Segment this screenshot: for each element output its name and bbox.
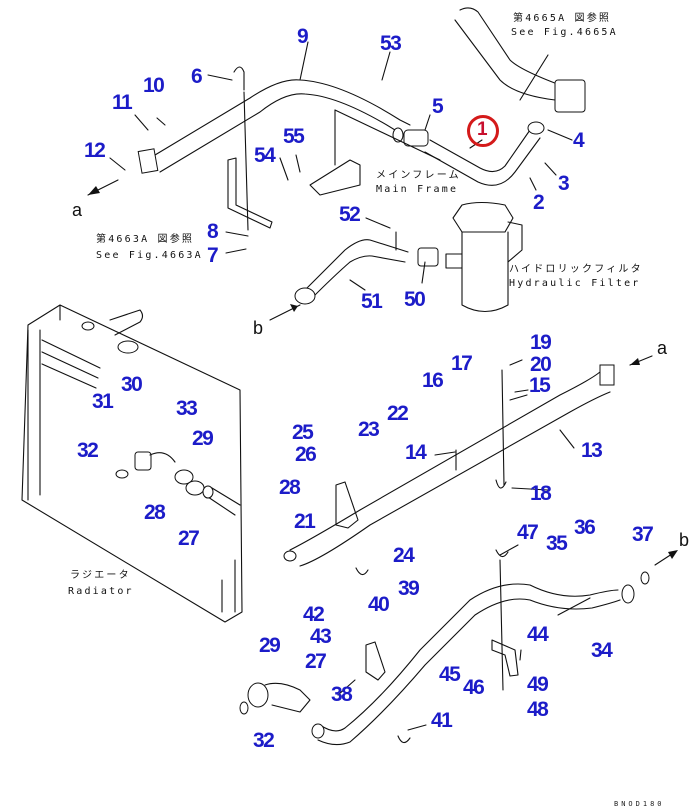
main-frame-label-jp: メインフレーム — [376, 170, 461, 181]
callout-48[interactable]: 48 — [527, 698, 549, 721]
pipe-1 — [424, 121, 545, 186]
callout-42[interactable]: 42 — [303, 603, 325, 626]
callout-35[interactable]: 35 — [546, 532, 568, 555]
main-frame-bracket — [309, 109, 441, 196]
radiator-fittings — [115, 451, 241, 516]
callout-49[interactable]: 49 — [527, 673, 549, 696]
ref-4663a-en: See Fig.4663A — [96, 250, 203, 261]
callout-47[interactable]: 47 — [517, 521, 539, 544]
ref-4665a-jp: 第4665A 図参照 — [513, 13, 612, 24]
callout-33[interactable]: 33 — [176, 397, 198, 420]
callout-20[interactable]: 20 — [530, 353, 552, 376]
callout-11[interactable]: 11 — [112, 91, 133, 114]
callout-12[interactable]: 12 — [84, 139, 106, 162]
drawing-code: BNOD180 — [614, 800, 665, 808]
marker-a-right: a — [657, 338, 668, 358]
callout-10[interactable]: 10 — [143, 74, 165, 97]
ref-4663a-jp: 第4663A 図参照 — [96, 234, 195, 245]
callout-31[interactable]: 31 — [92, 390, 114, 413]
callout-2[interactable]: 2 — [533, 191, 545, 214]
callout-1[interactable]: 1 — [477, 119, 488, 140]
callout-4[interactable]: 4 — [573, 129, 585, 152]
callout-41[interactable]: 41 — [431, 709, 453, 732]
callout-17[interactable]: 17 — [451, 352, 473, 375]
callout-28[interactable]: 28 — [144, 501, 166, 524]
bracket-8 — [227, 157, 273, 229]
callout-7[interactable]: 7 — [207, 244, 219, 267]
callout-46[interactable]: 46 — [463, 676, 485, 699]
callout-23[interactable]: 23 — [358, 418, 380, 441]
callout-9[interactable]: 9 — [297, 25, 309, 48]
hydraulic-filter-label-jp: ハイドロリックフィルタ — [509, 264, 643, 275]
callout-29-lower[interactable]: 29 — [259, 634, 281, 657]
callout-53[interactable]: 53 — [380, 32, 402, 55]
callout-26[interactable]: 26 — [295, 443, 317, 466]
callout-34[interactable]: 34 — [591, 639, 613, 662]
callout-27[interactable]: 27 — [178, 527, 200, 550]
callout-21[interactable]: 21 — [294, 510, 316, 533]
radiator — [21, 304, 243, 623]
callout-28-lower[interactable]: 28 — [279, 476, 301, 499]
marker-b-right: b — [679, 530, 690, 550]
pipe-9 — [137, 79, 411, 174]
callout-55[interactable]: 55 — [283, 125, 305, 148]
marker-a-left: a — [72, 200, 83, 220]
callout-43[interactable]: 43 — [310, 625, 332, 648]
callout-15[interactable]: 15 — [529, 374, 551, 397]
highlight-ring — [467, 115, 499, 147]
callout-30[interactable]: 30 — [121, 373, 143, 396]
pipe-51 — [294, 239, 439, 305]
radiator-label-en: Radiator — [68, 586, 134, 597]
callout-16[interactable]: 16 — [422, 369, 444, 392]
callout-52[interactable]: 52 — [339, 203, 361, 226]
callout-37[interactable]: 37 — [632, 523, 654, 546]
callout-6[interactable]: 6 — [191, 65, 203, 88]
callout-24[interactable]: 24 — [393, 544, 415, 567]
callout-38[interactable]: 38 — [331, 683, 353, 706]
callout-50[interactable]: 50 — [404, 288, 426, 311]
callout-27-lower[interactable]: 27 — [305, 650, 327, 673]
bracket-44 — [491, 639, 519, 677]
callout-45[interactable]: 45 — [439, 663, 461, 686]
callout-25[interactable]: 25 — [292, 421, 314, 444]
callout-51[interactable]: 51 — [361, 290, 383, 313]
leader-lines — [109, 41, 591, 731]
callout-5[interactable]: 5 — [432, 95, 444, 118]
pipe-ref-4665a — [454, 7, 586, 113]
callout-18[interactable]: 18 — [530, 482, 552, 505]
callout-22[interactable]: 22 — [387, 402, 409, 425]
callout-8[interactable]: 8 — [207, 220, 219, 243]
callout-54[interactable]: 54 — [254, 144, 276, 167]
lower-fitting — [239, 682, 311, 715]
u-clamps — [233, 66, 509, 744]
main-frame-label-en: Main Frame — [376, 184, 459, 195]
callout-13[interactable]: 13 — [581, 439, 603, 462]
flow-arrows — [87, 179, 678, 566]
pipe-34 — [311, 571, 650, 746]
callout-3[interactable]: 3 — [558, 172, 570, 195]
callout-14[interactable]: 14 — [405, 441, 427, 464]
marker-b-left: b — [253, 318, 264, 338]
callout-44[interactable]: 44 — [527, 623, 549, 646]
callout-39[interactable]: 39 — [398, 577, 420, 600]
callout-19[interactable]: 19 — [530, 331, 552, 354]
clamp-5 — [392, 127, 429, 147]
callout-32[interactable]: 32 — [77, 439, 99, 462]
radiator-label-jp: ラジエータ — [70, 570, 131, 581]
callout-29[interactable]: 29 — [192, 427, 214, 450]
bolt-lines — [243, 91, 505, 691]
callout-36[interactable]: 36 — [574, 516, 596, 539]
ref-4665a-en: See Fig.4665A — [511, 27, 618, 38]
hydraulic-filter-label-en: Hydraulic Filter — [509, 278, 641, 289]
hydraulic-filter — [445, 201, 523, 313]
bracket-21 — [335, 481, 359, 529]
bracket-38 — [365, 641, 386, 681]
pipe-13 — [283, 364, 615, 567]
callout-40[interactable]: 40 — [368, 593, 390, 616]
callout-32-lower[interactable]: 32 — [253, 729, 275, 752]
